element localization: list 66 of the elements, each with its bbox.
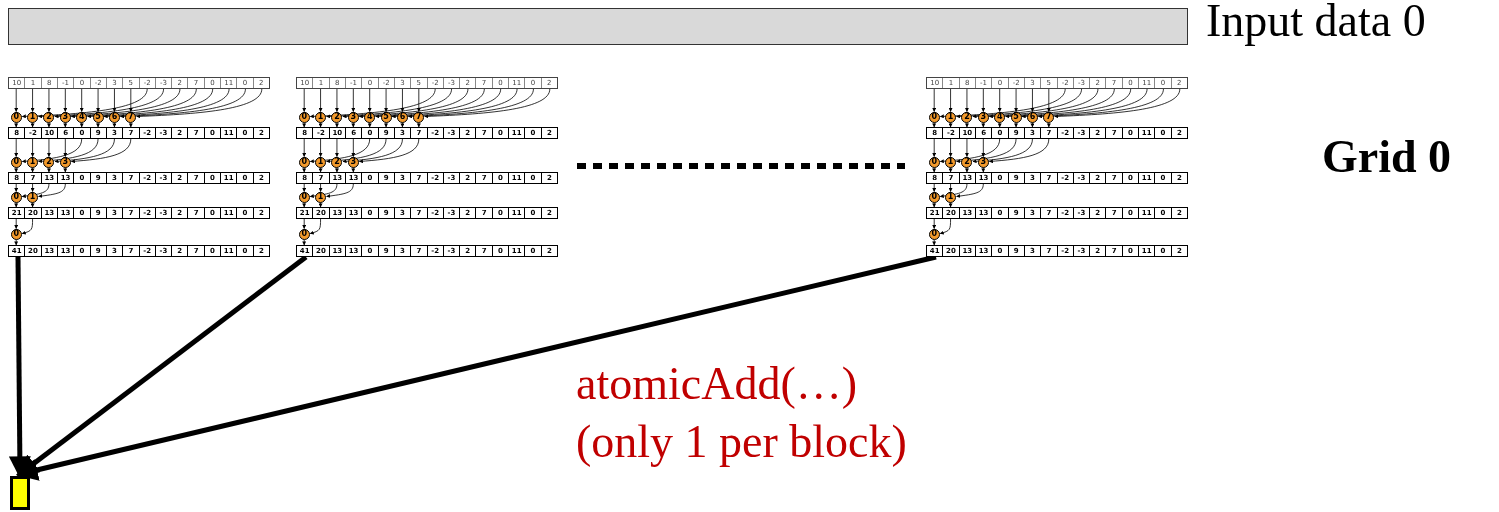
arrow: [1030, 122, 1035, 128]
arrow: [30, 202, 35, 208]
thick-arrow: [15, 254, 937, 481]
arrow: [351, 122, 356, 128]
array-row: [926, 172, 1188, 184]
arrow: [96, 122, 101, 128]
array-row: [296, 245, 558, 257]
arrow: [932, 122, 937, 128]
array-row: [8, 207, 270, 219]
arrow: [334, 167, 339, 173]
array-row: [296, 172, 558, 184]
arrow: [30, 167, 35, 173]
arrow: [112, 122, 117, 128]
arrow: [79, 122, 84, 128]
arrow: [302, 239, 307, 246]
arrow: [63, 122, 68, 128]
array-row: [296, 207, 558, 219]
arrow: [302, 167, 307, 173]
arrow: [1046, 122, 1051, 128]
bar-label: Input data 0: [1206, 0, 1426, 44]
arrow: [318, 122, 323, 128]
arrow: [318, 202, 323, 208]
arrow: [334, 122, 339, 128]
array-row: [296, 127, 558, 139]
array-row: [8, 245, 270, 257]
array-row: [8, 172, 270, 184]
arrow: [318, 167, 323, 173]
arrow: [932, 239, 937, 246]
arrow: [1014, 122, 1019, 128]
arrow: [384, 122, 389, 128]
arrow: [981, 122, 986, 128]
input-bar: [8, 8, 1188, 45]
arrow: [46, 167, 51, 173]
arrow: [302, 122, 307, 128]
array-row: [8, 127, 270, 139]
array-row: [8, 77, 270, 89]
grid-label: Grid 0: [1322, 134, 1452, 180]
arrow: [932, 167, 937, 173]
arrow: [128, 122, 133, 128]
arrow: [46, 122, 51, 128]
array-row: [926, 127, 1188, 139]
arrow: [932, 202, 937, 208]
arrow: [416, 122, 421, 128]
arrow: [997, 122, 1002, 128]
arrow: [302, 202, 307, 208]
arrow: [63, 167, 68, 173]
arrow: [14, 202, 19, 208]
annotation-text: atomicAdd(…) (only 1 per block): [576, 357, 908, 469]
array-row: [926, 245, 1188, 257]
arrow: [948, 202, 953, 208]
arrow: [400, 122, 405, 128]
arrow: [14, 167, 19, 173]
arrow: [981, 167, 986, 173]
arrow: [948, 167, 953, 173]
array-row: [926, 77, 1188, 89]
arrow: [367, 122, 372, 128]
arrow: [964, 122, 969, 128]
array-row: [926, 207, 1188, 219]
result-box: [10, 476, 30, 510]
arrow: [14, 239, 19, 246]
arrow: [948, 122, 953, 128]
arrow: [351, 167, 356, 173]
array-row: [296, 77, 558, 89]
arrow: [964, 167, 969, 173]
arrow: [14, 122, 19, 128]
arrow: [30, 122, 35, 128]
